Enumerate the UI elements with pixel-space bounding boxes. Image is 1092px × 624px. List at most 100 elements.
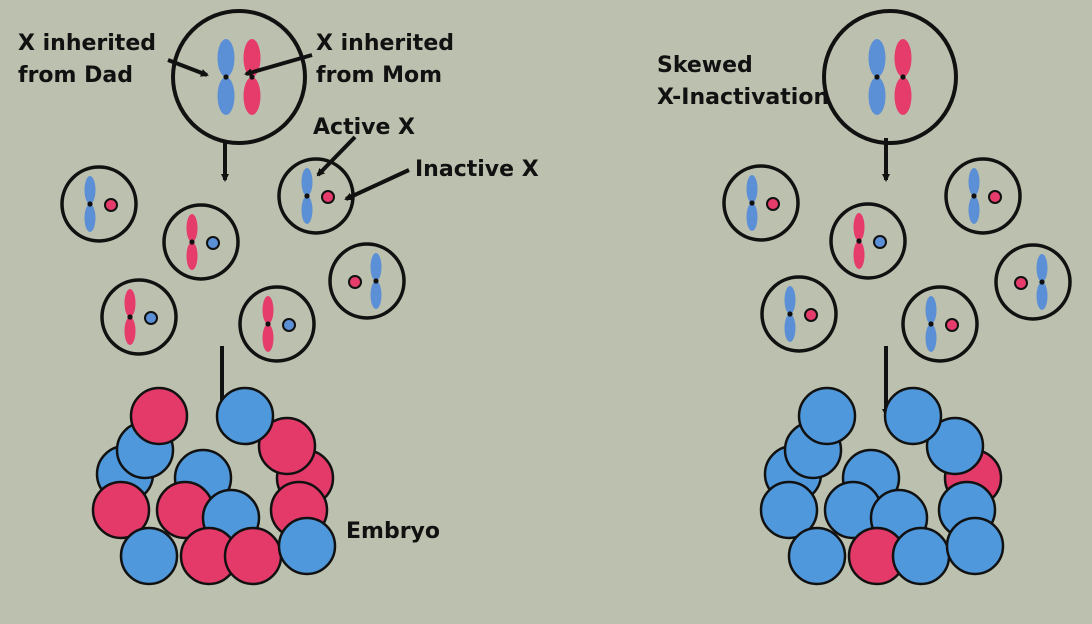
inactive-x-barr-body <box>348 275 362 289</box>
x-chromosome-dad-centromere <box>223 74 229 80</box>
active-x-chromosome-arm-bottom <box>746 203 758 231</box>
somatic-cell-skewed-membrane <box>760 275 838 353</box>
somatic-cell-skewed <box>944 157 1022 235</box>
somatic-cell-random-membrane <box>328 242 406 320</box>
active-x-chromosome-arm-top <box>124 289 136 317</box>
embryo-cell <box>925 416 985 476</box>
active-x-chromosome-arm-bottom <box>124 317 136 345</box>
active-x-chromosome-arm-bottom <box>784 314 796 342</box>
active-x-chromosome <box>746 175 758 231</box>
x-chromosome-mom-arm-bottom <box>894 77 912 115</box>
active-x-chromosome-arm-top <box>1036 254 1048 282</box>
somatic-cell-random-membrane <box>238 285 316 363</box>
embryo-cell <box>787 526 847 586</box>
somatic-cell-random-membrane <box>162 203 240 281</box>
active-x-chromosome <box>124 289 136 345</box>
inactive-x-barr-body <box>766 197 780 211</box>
zygote-skewed-membrane <box>822 9 958 145</box>
inactive-x-barr-body <box>1014 276 1028 290</box>
embryo-cell <box>91 480 151 540</box>
x-chromosome-dad <box>217 39 235 115</box>
active-x-chromosome-arm-bottom <box>370 281 382 309</box>
active-x-chromosome-arm-bottom <box>301 196 313 224</box>
inactive-x-barr-body <box>282 318 296 332</box>
somatic-cell-random <box>277 157 355 235</box>
active-x-chromosome-arm-top <box>968 168 980 196</box>
label-embryo: Embryo <box>346 519 441 544</box>
x-chromosome-dad-arm-bottom <box>217 77 235 115</box>
somatic-cell-random-membrane <box>277 157 355 235</box>
embryo-cell <box>223 526 283 586</box>
zygote-skewed <box>822 9 958 145</box>
active-x-chromosome-arm-bottom <box>84 204 96 232</box>
active-x-chromosome <box>853 213 865 269</box>
embryo-cell <box>215 386 275 446</box>
somatic-cell-random-membrane <box>60 165 138 243</box>
x-chromosome-mom <box>894 39 912 115</box>
active-x-chromosome <box>784 286 796 342</box>
embryo-cell <box>119 526 179 586</box>
active-x-chromosome-centromere <box>1039 279 1045 285</box>
pointer-inactive-x <box>344 168 410 201</box>
somatic-cell-skewed <box>994 243 1072 321</box>
zygote-random-membrane <box>171 9 307 145</box>
embryo-cell <box>759 480 819 540</box>
somatic-cell-skewed <box>722 164 800 242</box>
inactive-x-barr-body <box>804 308 818 322</box>
x-chromosome-mom-arm-top <box>894 39 912 77</box>
pointer-active-x <box>316 135 357 177</box>
active-x-chromosome-arm-bottom <box>262 324 274 352</box>
somatic-cell-skewed <box>829 202 907 280</box>
inactive-x-barr-body <box>321 190 335 204</box>
inactive-x-barr-body <box>988 190 1002 204</box>
active-x-chromosome-centromere <box>856 238 862 244</box>
somatic-cell-skewed-membrane <box>994 243 1072 321</box>
active-x-chromosome-arm-top <box>853 213 865 241</box>
active-x-chromosome-arm-top <box>925 296 937 324</box>
somatic-cell-skewed-membrane <box>722 164 800 242</box>
embryo-random <box>91 386 337 586</box>
inactive-x-barr-body <box>144 311 158 325</box>
active-x-chromosome-centromere <box>971 193 977 199</box>
somatic-cell-random <box>100 278 178 356</box>
somatic-cell-random <box>328 242 406 320</box>
active-x-chromosome-centromere <box>127 314 133 320</box>
active-x-chromosome-centromere <box>304 193 310 199</box>
active-x-chromosome-arm-top <box>784 286 796 314</box>
active-x-chromosome <box>301 168 313 224</box>
somatic-cell-random <box>162 203 240 281</box>
somatic-cell-skewed <box>901 285 979 363</box>
active-x-chromosome-arm-top <box>262 296 274 324</box>
active-x-chromosome <box>186 214 198 270</box>
x-chromosome-dad-arm-top <box>868 39 886 77</box>
x-chromosome-dad <box>868 39 886 115</box>
somatic-cell-skewed-membrane <box>944 157 1022 235</box>
active-x-chromosome-arm-bottom <box>186 242 198 270</box>
active-x-chromosome <box>262 296 274 352</box>
x-chromosome-dad-centromere <box>874 74 880 80</box>
x-chromosome-dad-arm-bottom <box>868 77 886 115</box>
active-x-chromosome <box>84 176 96 232</box>
active-x-chromosome-arm-top <box>746 175 758 203</box>
embryo-cell <box>891 526 951 586</box>
label-active-x: Active X <box>313 115 416 140</box>
inactive-x-barr-body <box>945 318 959 332</box>
zygote-random <box>171 9 307 145</box>
active-x-chromosome-arm-top <box>84 176 96 204</box>
active-x-chromosome-arm-top <box>370 253 382 281</box>
inactive-x-barr-body <box>104 198 118 212</box>
active-x-chromosome-centromere <box>189 239 195 245</box>
somatic-cell-random <box>60 165 138 243</box>
active-x-chromosome-arm-bottom <box>968 196 980 224</box>
active-x-chromosome-centromere <box>749 200 755 206</box>
x-chromosome-mom-arm-bottom <box>243 77 261 115</box>
active-x-chromosome <box>925 296 937 352</box>
somatic-cell-skewed-membrane <box>829 202 907 280</box>
x-chromosome-mom-centromere <box>249 74 255 80</box>
x-chromosome-mom-centromere <box>900 74 906 80</box>
pointer-dad-x <box>167 58 209 77</box>
